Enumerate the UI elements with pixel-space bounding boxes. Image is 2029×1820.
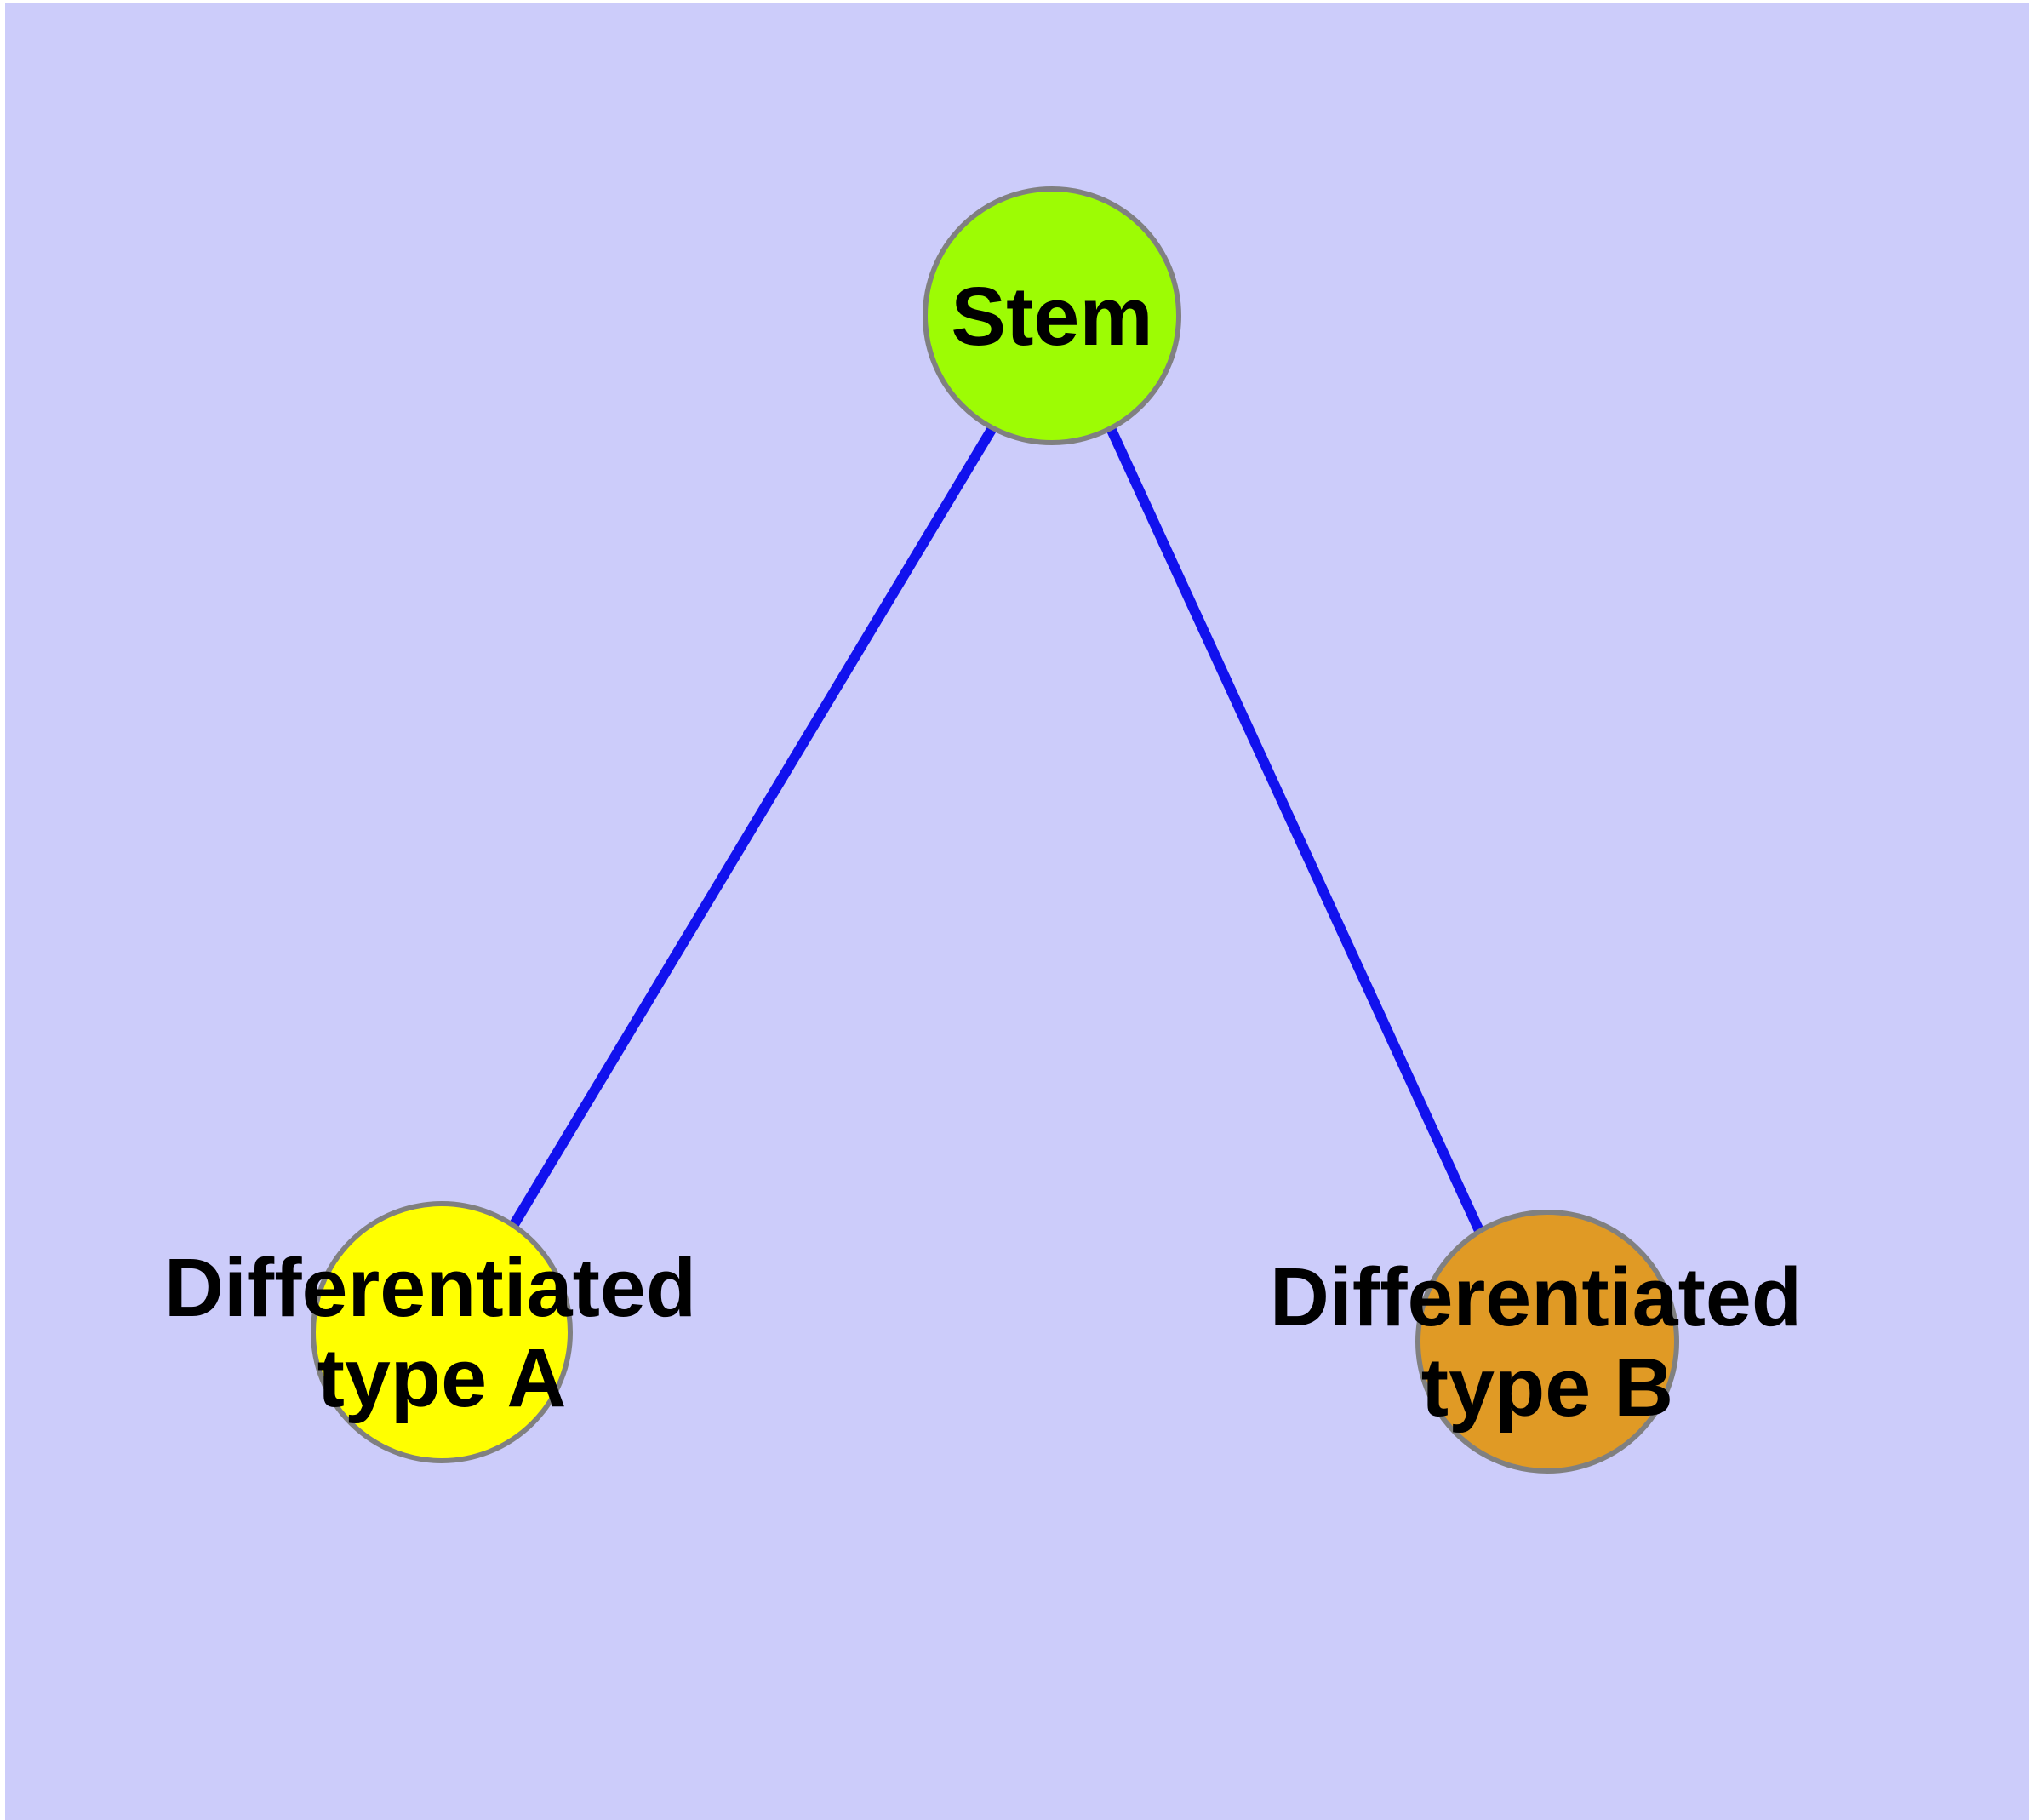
node-stem-circle[interactable] <box>923 186 1181 445</box>
edge-layer <box>508 425 1486 1237</box>
node-diff-b-label: Differentiated type B <box>1270 1251 1825 1434</box>
node-diff-a-label: Differentiated type A <box>164 1241 719 1424</box>
label-layer: Stem Differentiated type A Differentiate… <box>164 270 1825 1434</box>
node-diff-b-circle[interactable] <box>1415 1210 1679 1474</box>
node-stem-label: Stem <box>951 270 1152 363</box>
node-diff-b-label-line2: type B <box>1421 1341 1673 1434</box>
node-diff-b-label-line1: Differentiated <box>1270 1251 1802 1343</box>
node-stem-label-line1: Stem <box>951 270 1152 363</box>
node-stem[interactable] <box>923 186 1181 445</box>
node-diff-a-label-line1: Differentiated <box>164 1241 696 1334</box>
node-differentiated-type-a[interactable] <box>311 1201 573 1463</box>
node-diff-a-label-line2: type A <box>317 1331 567 1424</box>
edge-stem-to-diff-b[interactable] <box>1106 426 1486 1237</box>
node-layer <box>311 186 1679 1474</box>
node-differentiated-type-b[interactable] <box>1415 1210 1679 1474</box>
node-diff-a-circle[interactable] <box>311 1201 573 1463</box>
edge-stem-to-diff-a[interactable] <box>508 425 997 1229</box>
